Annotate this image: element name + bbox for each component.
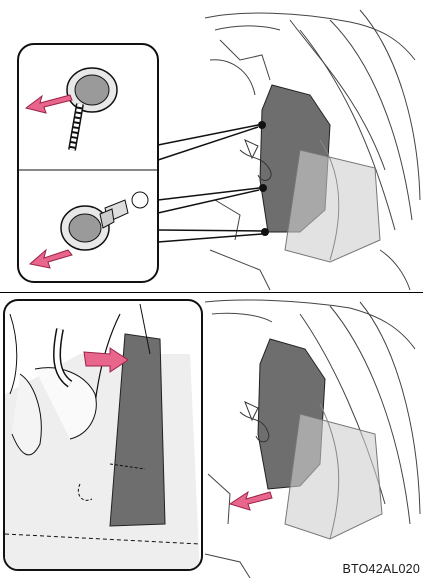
- pull-arrow-liner: [230, 492, 272, 510]
- bottom-illustration: [0, 294, 423, 578]
- fender-liner: [285, 414, 382, 539]
- illustration-panel-top: [0, 0, 423, 293]
- top-illustration: [0, 0, 423, 292]
- illustration-panel-bottom: BTO42AL020: [0, 294, 423, 578]
- figure-code: BTO42AL020: [342, 562, 420, 576]
